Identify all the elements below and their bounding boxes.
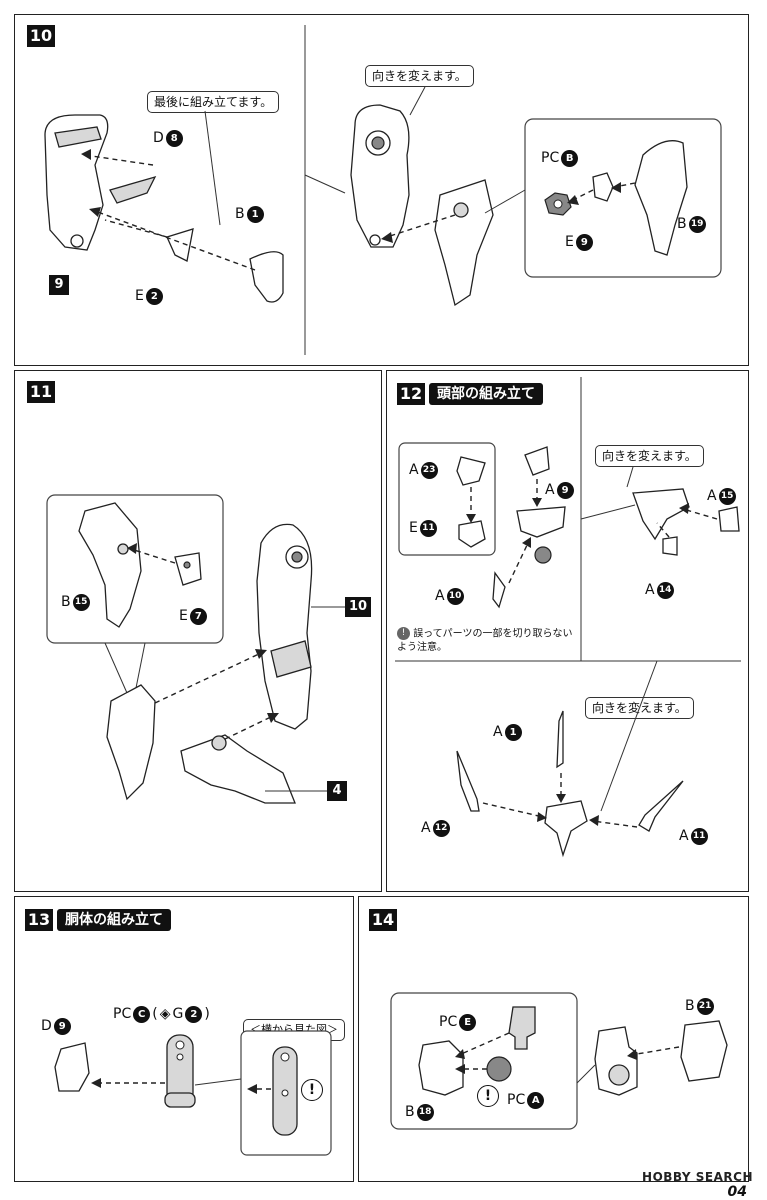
part-a9 — [516, 506, 566, 538]
leg-armor-part — [44, 114, 109, 251]
caution-icon-mark — [534, 546, 552, 564]
step-12-art — [395, 377, 741, 858]
step-11-art — [46, 494, 345, 804]
step-10-panel: 10 最後に組み立てます。 向きを変えます。 — [14, 14, 749, 366]
part-b15 — [78, 502, 142, 628]
armor-piece — [106, 684, 156, 801]
part-d8 — [109, 175, 157, 204]
last-assemble-callout: 最後に組み立てます。 — [147, 91, 280, 113]
head-turned — [632, 488, 690, 541]
part-b21 — [680, 1020, 728, 1082]
leg-assembly — [256, 523, 313, 730]
step-13-art — [54, 1030, 332, 1156]
part-b19 — [634, 140, 688, 256]
step-number-12: 12 — [397, 383, 425, 405]
part-b1 — [249, 251, 284, 303]
caution-line-1: 誤ってパーツの一部を切り取らない — [413, 628, 573, 640]
part-e9 — [592, 172, 614, 202]
turn-callout-10: 向きを変えます。 — [365, 65, 474, 87]
part-e2 — [166, 228, 194, 262]
subassembly-9-badge: 9 — [49, 275, 69, 295]
caution-icon-14: ! — [477, 1085, 499, 1107]
step-10-art — [44, 25, 722, 355]
watermark: HOBBY SEARCH — [642, 1170, 753, 1184]
caution-line-2: よう注意。 — [397, 641, 447, 653]
step-number-10: 10 — [27, 25, 55, 47]
part-e7 — [174, 552, 202, 586]
polycap-e — [508, 1006, 536, 1050]
part-a23 — [456, 456, 486, 486]
part-e11-head — [458, 520, 486, 548]
step-number-13: 13 — [25, 909, 53, 931]
part-a10 — [492, 571, 506, 609]
part-a1 — [556, 710, 564, 769]
joint-part — [434, 179, 494, 307]
head-assembly-title: 頭部の組み立て — [429, 383, 543, 405]
part-a15 — [718, 506, 740, 532]
caution-icon-13: ! — [301, 1079, 323, 1101]
step-number-14: 14 — [369, 909, 397, 931]
part-a11-blade — [638, 780, 684, 832]
step-12-panel: 12 頭部の組み立て 向きを変えます。 向きを変えます。 — [386, 370, 749, 892]
caution-note: ! 誤ってパーツの一部を切り取らない よう注意。 — [397, 627, 573, 654]
step-number-11: 11 — [27, 381, 55, 403]
part-b18 — [418, 1040, 464, 1096]
gate-icon: ◈ — [159, 1006, 171, 1022]
foot-assembly — [180, 734, 296, 804]
caution-icon: ! — [397, 627, 410, 640]
leg-turned-part — [350, 104, 410, 248]
part-a14 — [662, 536, 678, 556]
subassembly-4-badge: 4 — [327, 781, 347, 801]
subassembly-10-badge: 10 — [345, 597, 371, 617]
turn-callout-12a: 向きを変えます。 — [595, 445, 704, 467]
part-d9 — [54, 1042, 90, 1092]
head-center — [544, 800, 588, 858]
polycap-a — [486, 1056, 512, 1082]
torso-assembly-title: 胴体の組み立て — [57, 909, 171, 931]
part-a12 — [456, 750, 480, 812]
step-14-art — [390, 992, 728, 1130]
page-number: 04 — [727, 1184, 747, 1200]
